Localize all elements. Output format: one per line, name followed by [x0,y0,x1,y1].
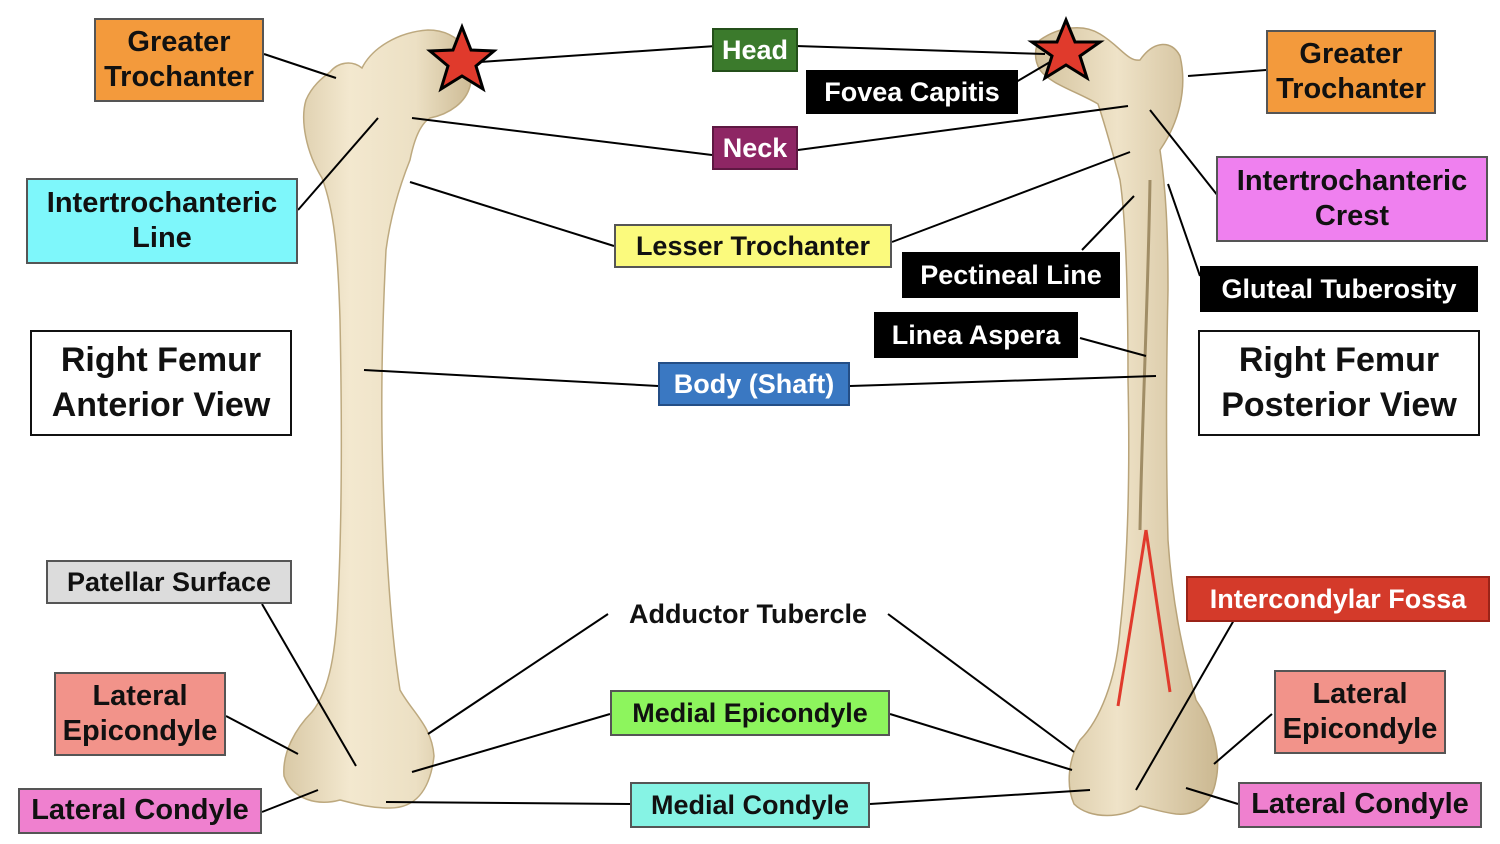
posterior-view-title: Right Femur Posterior View [1198,330,1480,436]
posterior-femur-bone [1034,27,1219,817]
leader-lines [225,45,1273,813]
linea-aspera-ridge [1138,179,1152,531]
neck-label: Neck [712,126,798,170]
intercondylar-fossa-line-left [1116,529,1148,707]
anterior-lateral-epicondyle-label: Lateral Epicondyle [54,672,226,756]
patellar-surface-label: Patellar Surface [46,560,292,604]
intercondylar-fossa-line-right [1144,529,1172,693]
fovea-capitis-label: Fovea Capitis [806,70,1018,114]
anterior-greater-trochanter-label: Greater Trochanter [94,18,264,102]
posterior-greater-trochanter-label: Greater Trochanter [1266,30,1436,114]
head-label: Head [712,28,798,72]
gluteal-tuberosity-label: Gluteal Tuberosity [1200,266,1478,312]
lesser-trochanter-label: Lesser Trochanter [614,224,892,268]
anterior-femur-bone [283,29,473,809]
posterior-lateral-epicondyle-label: Lateral Epicondyle [1274,670,1446,754]
pectineal-line-label: Pectineal Line [902,252,1120,298]
adductor-tubercle-label: Adductor Tubercle [628,598,868,629]
red-star-icon [426,22,498,93]
body-shaft-label: Body (Shaft) [658,362,850,406]
anterior-lateral-condyle-label: Lateral Condyle [18,788,262,834]
anterior-view-title: Right Femur Anterior View [30,330,292,436]
intertrochanteric-line-label: Intertrochanteric Line [26,178,298,264]
intertrochanteric-crest-label: Intertrochanteric Crest [1216,156,1488,242]
red-star-icon [1027,16,1105,82]
linea-aspera-label: Linea Aspera [874,312,1078,358]
medial-condyle-label: Medial Condyle [630,782,870,828]
medial-epicondyle-label: Medial Epicondyle [610,690,890,736]
posterior-lateral-condyle-label: Lateral Condyle [1238,782,1482,828]
intercondylar-fossa-label: Intercondylar Fossa [1186,576,1490,622]
